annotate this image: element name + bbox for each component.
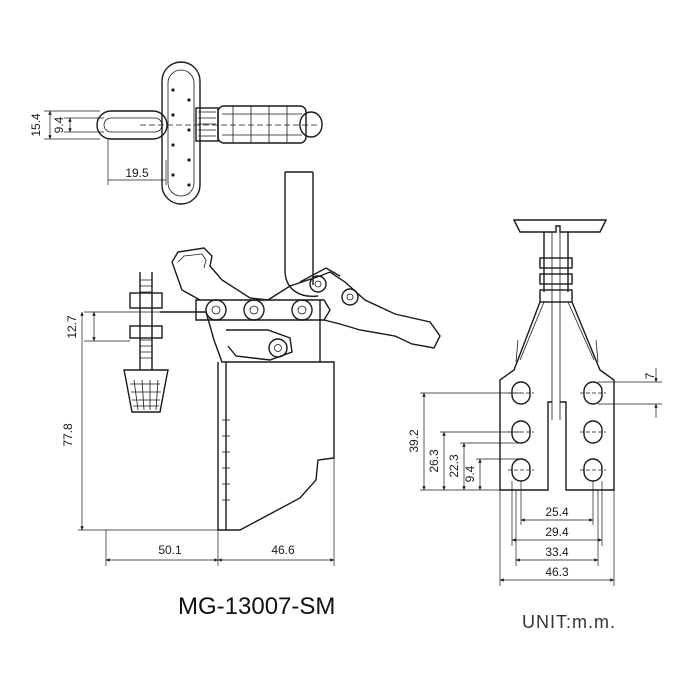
model-number: MG-13007-SM (178, 593, 335, 620)
dim-46-6: 46.6 (271, 543, 295, 557)
side-view-dims (78, 311, 335, 566)
dim-46-3: 46.3 (545, 565, 569, 579)
front-view-dims-right (598, 368, 662, 418)
top-view: 15.4 9.4 19.5 (29, 61, 323, 205)
base-front (499, 301, 615, 491)
dim-12-7: 12.7 (65, 315, 79, 339)
spindle-bar-top (96, 110, 168, 140)
dim-25-4: 25.4 (545, 505, 569, 519)
front-view-dims-horizontal (499, 481, 615, 586)
dim-9-4-top: 9.4 (52, 116, 66, 133)
handle-grip-top (161, 61, 201, 205)
top-view-dims (44, 110, 167, 185)
handle-side (284, 171, 319, 297)
dim-22-3: 22.3 (447, 454, 461, 478)
mounting-bracket-side (160, 300, 335, 531)
dim-9-4-front: 9.4 (463, 465, 477, 482)
dim-29-4: 29.4 (545, 525, 569, 539)
dim-7: 7 (643, 372, 657, 379)
dim-19-5: 19.5 (125, 166, 149, 180)
unit-label: UNIT:m.m. (522, 612, 616, 632)
dim-15-4: 15.4 (29, 113, 43, 137)
spindle-side (123, 272, 169, 413)
dim-26-3: 26.3 (427, 449, 441, 473)
handle-front (512, 219, 608, 420)
dim-77-8: 77.8 (61, 423, 75, 447)
dim-39-2: 39.2 (407, 429, 421, 453)
front-view-dims-vertical (420, 392, 521, 491)
clamp-arm-side (171, 247, 441, 361)
threaded-body-top (140, 105, 323, 144)
dim-33-4: 33.4 (545, 545, 569, 559)
side-view: 12.7 77.8 50.1 46.6 (61, 171, 441, 566)
dim-50-1: 50.1 (158, 543, 182, 557)
front-view: 39.2 26.3 22.3 9.4 7 25.4 29.4 33.4 46.3 (407, 219, 662, 586)
